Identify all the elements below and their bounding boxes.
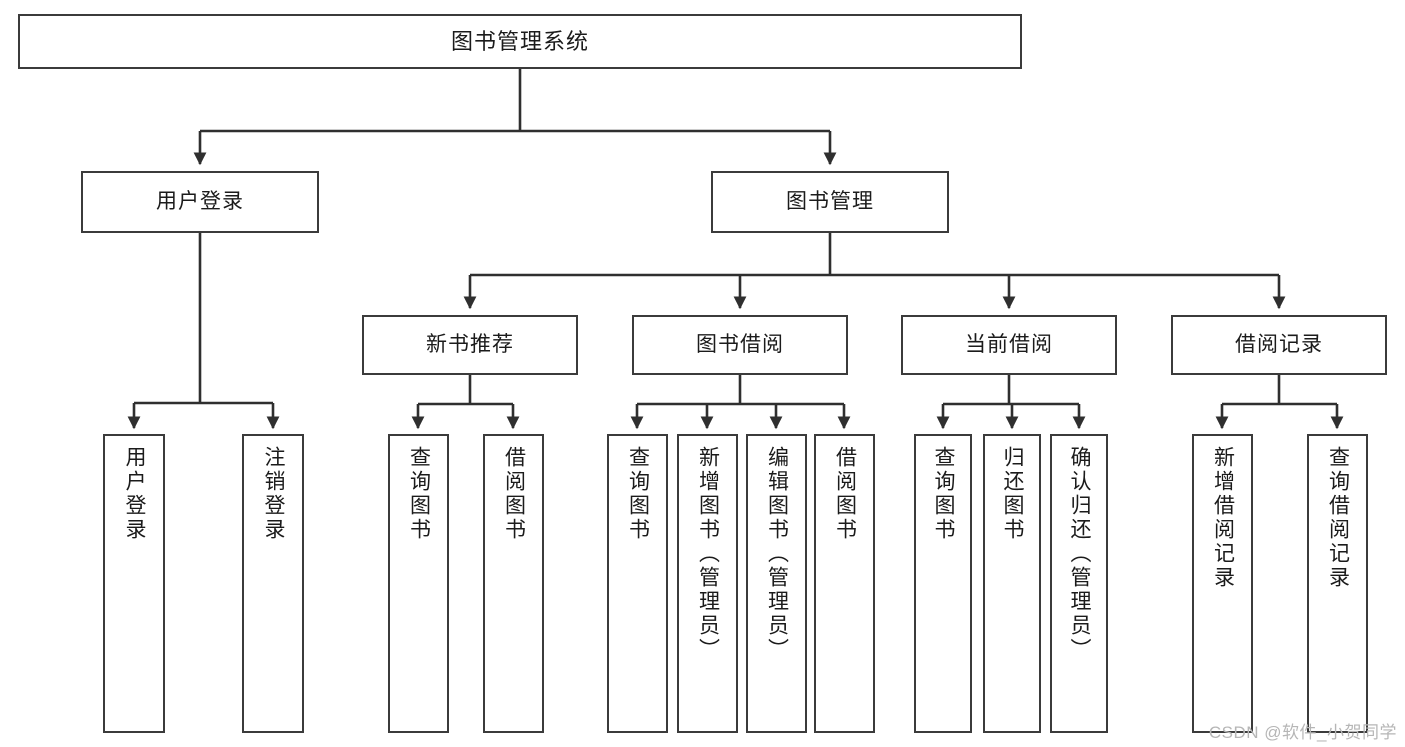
leaf-return-book[interactable]: 归还图书 — [983, 434, 1041, 733]
leaf-add-borrow-record[interactable]: 新增借阅记录 — [1192, 434, 1253, 733]
node-book-borrow[interactable]: 图书借阅 — [632, 315, 848, 375]
node-root[interactable]: 图书管理系统 — [18, 14, 1022, 69]
leaf-query-book-borrow[interactable]: 查询图书 — [607, 434, 668, 733]
leaf-confirm-return-admin-label: 确认归还（管理员） — [1068, 446, 1092, 662]
leaf-query-book-recommend[interactable]: 查询图书 — [388, 434, 449, 733]
leaf-borrow-book-label: 借阅图书 — [833, 446, 857, 542]
node-current-borrow-label: 当前借阅 — [965, 332, 1053, 356]
leaf-borrow-book[interactable]: 借阅图书 — [814, 434, 875, 733]
leaf-query-book-current-label: 查询图书 — [932, 446, 956, 542]
node-borrow-record[interactable]: 借阅记录 — [1171, 315, 1387, 375]
leaf-add-book-admin-label: 新增图书（管理员） — [696, 446, 720, 662]
node-root-label: 图书管理系统 — [450, 28, 589, 54]
leaf-borrow-book-recommend[interactable]: 借阅图书 — [483, 434, 544, 733]
leaf-query-book-borrow-label: 查询图书 — [626, 446, 650, 542]
node-new-book-recommend-label: 新书推荐 — [426, 332, 514, 356]
node-borrow-record-label: 借阅记录 — [1235, 332, 1323, 356]
node-current-borrow[interactable]: 当前借阅 — [901, 315, 1117, 375]
leaf-edit-book-admin[interactable]: 编辑图书（管理员） — [746, 434, 807, 733]
leaf-add-borrow-record-label: 新增借阅记录 — [1211, 446, 1235, 590]
leaf-user-login[interactable]: 用户登录 — [103, 434, 165, 733]
node-book-borrow-label: 图书借阅 — [696, 332, 784, 356]
node-user-login-label: 用户登录 — [156, 189, 244, 213]
node-new-book-recommend[interactable]: 新书推荐 — [362, 315, 578, 375]
node-book-management[interactable]: 图书管理 — [711, 171, 949, 233]
leaf-add-book-admin[interactable]: 新增图书（管理员） — [677, 434, 738, 733]
leaf-return-book-label: 归还图书 — [1001, 446, 1025, 542]
leaf-borrow-book-recommend-label: 借阅图书 — [502, 446, 526, 542]
leaf-query-book-recommend-label: 查询图书 — [407, 446, 431, 542]
leaf-query-borrow-record[interactable]: 查询借阅记录 — [1307, 434, 1368, 733]
leaf-edit-book-admin-label: 编辑图书（管理员） — [765, 446, 789, 662]
leaf-logout-label: 注销登录 — [262, 446, 286, 542]
leaf-query-borrow-record-label: 查询借阅记录 — [1326, 446, 1350, 590]
node-book-management-label: 图书管理 — [786, 189, 874, 213]
watermark: CSDN @软件_小贺同学 — [1208, 723, 1397, 742]
leaf-confirm-return-admin[interactable]: 确认归还（管理员） — [1050, 434, 1108, 733]
leaf-query-book-current[interactable]: 查询图书 — [914, 434, 972, 733]
leaf-logout[interactable]: 注销登录 — [242, 434, 304, 733]
node-user-login[interactable]: 用户登录 — [81, 171, 319, 233]
leaf-user-login-label: 用户登录 — [123, 446, 147, 542]
